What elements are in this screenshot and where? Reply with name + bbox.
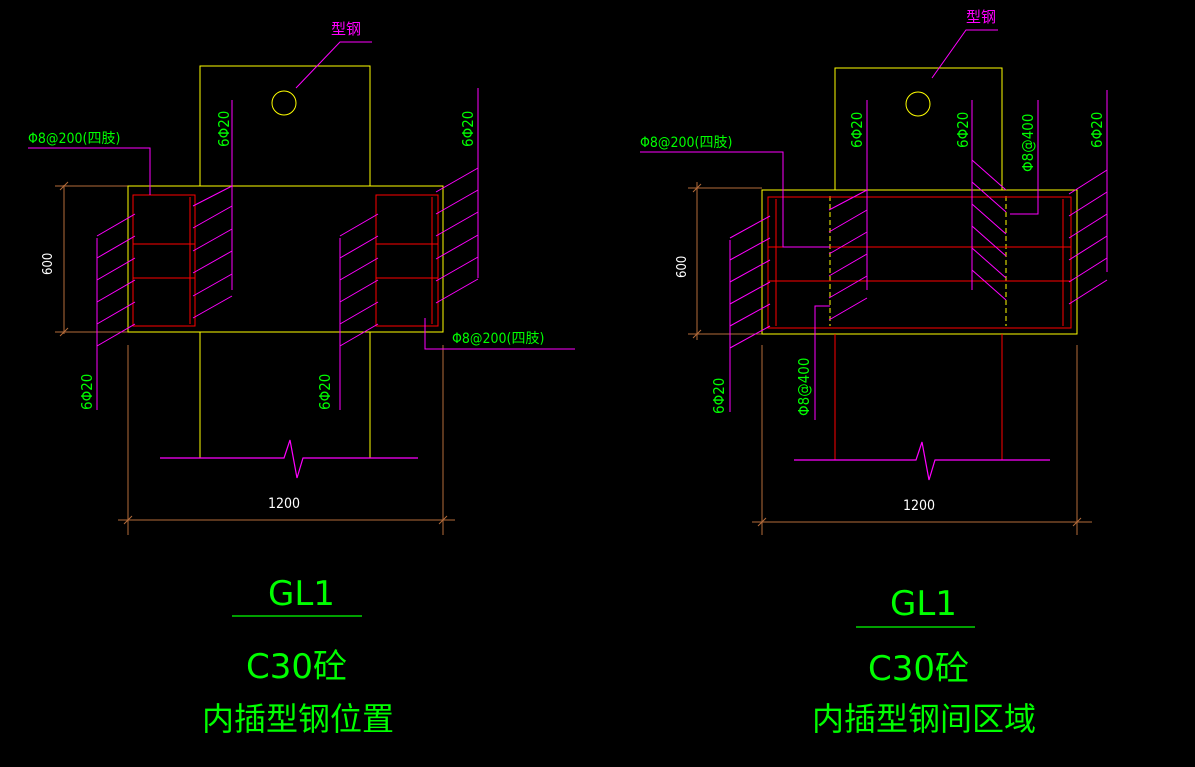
right-name-label: GL1 [890, 584, 957, 624]
left-bar-bottom-mid-label: 6Φ20 [316, 374, 334, 410]
right-stirrup-inner-top-label: Φ8@400 [1019, 114, 1037, 172]
left-break-line [160, 439, 418, 479]
right-bar-bottom-left-label: 6Φ20 [710, 378, 728, 414]
right-rebar-cages [767, 196, 1072, 460]
left-stirrup-right-label: Φ8@200(四肢) [452, 331, 544, 347]
right-detail: 型钢 Φ8@200(四肢) Φ8@400 Φ8@400 6Φ20 6Φ20 6Φ… [640, 8, 1108, 738]
left-detail: 型钢 Φ8@200(四肢) Φ8@200(四肢) 6Φ20 6Φ20 6Φ20 … [28, 20, 575, 738]
right-bar-top-right-label: 6Φ20 [1088, 112, 1106, 148]
left-bar-top-right-label: 6Φ20 [459, 111, 477, 147]
left-dimension-lines [55, 181, 455, 535]
right-bar-top-left-label: 6Φ20 [848, 112, 866, 148]
left-steel-section-icon [271, 90, 297, 116]
right-dimension-lines [688, 182, 1092, 535]
right-break-line [794, 441, 1050, 481]
right-section-outline [761, 67, 1078, 335]
right-caption-label: 内插型钢间区域 [812, 700, 1036, 738]
left-dim-height-label: 600 [41, 253, 56, 275]
left-name-label: GL1 [268, 574, 335, 614]
right-bar-leaders [640, 29, 1108, 420]
left-concrete-label: C30砼 [246, 647, 347, 687]
right-dim-height-label: 600 [675, 256, 690, 278]
right-dim-width-label: 1200 [903, 498, 935, 514]
left-stirrup-top-label: Φ8@200(四肢) [28, 131, 120, 147]
right-bar-top-mid-label: 6Φ20 [954, 112, 972, 148]
left-bar-bottom-left-label: 6Φ20 [78, 374, 96, 410]
left-steel-label: 型钢 [331, 20, 361, 38]
right-concrete-label: C30砼 [868, 649, 969, 689]
left-section-outline [127, 65, 444, 458]
right-steel-label: 型钢 [966, 8, 996, 26]
right-stirrup-top-label: Φ8@200(四肢) [640, 135, 732, 151]
right-steel-section-icon [905, 91, 931, 117]
right-stirrup-inner-bottom-label: Φ8@400 [795, 358, 813, 416]
left-bar-leaders [28, 41, 575, 410]
left-bar-top-left-label: 6Φ20 [215, 111, 233, 147]
left-rebar-cages [132, 194, 439, 327]
left-dim-width-label: 1200 [268, 496, 300, 512]
left-caption-label: 内插型钢位置 [202, 700, 394, 738]
